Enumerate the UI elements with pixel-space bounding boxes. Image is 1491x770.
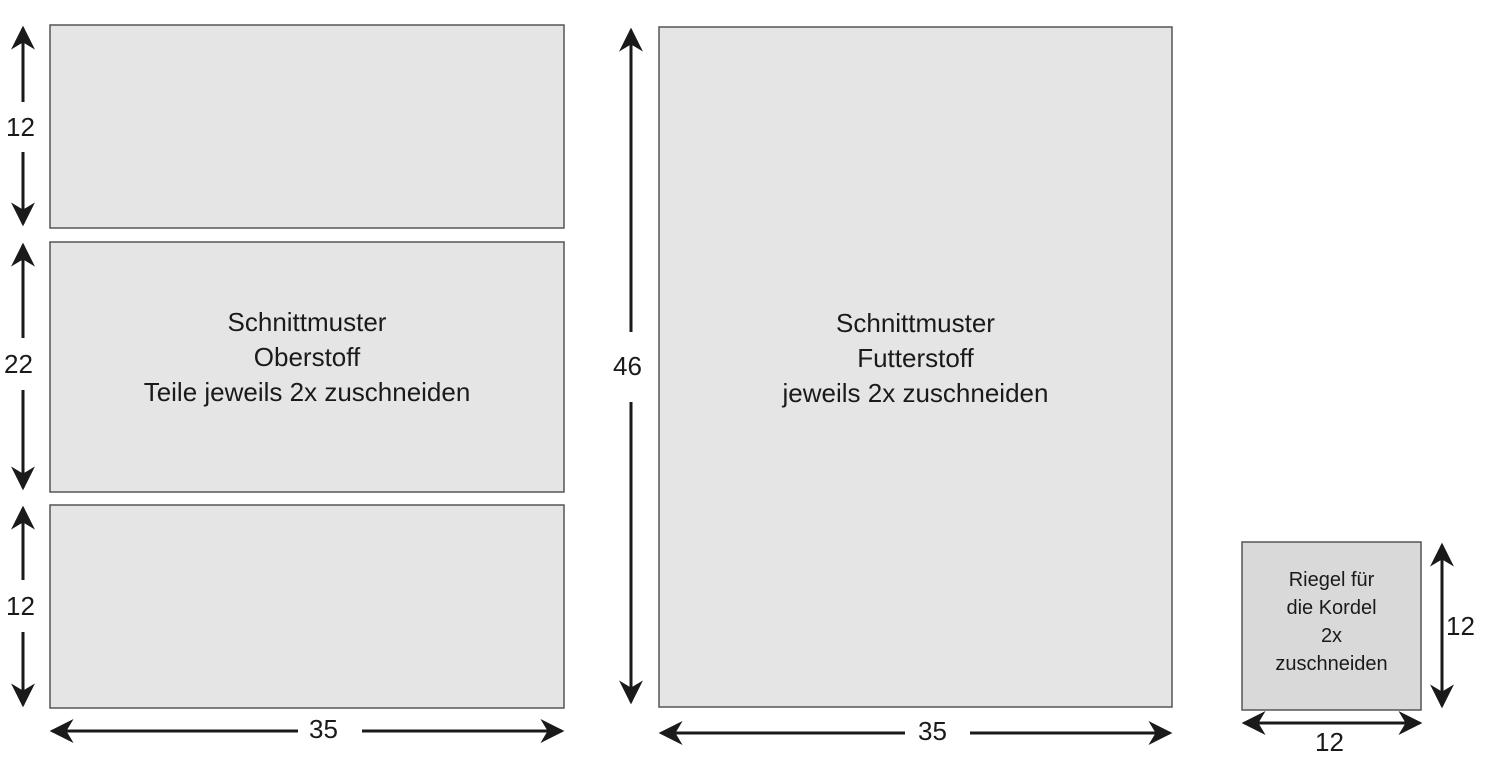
riegel-label-line-4: zuschneiden	[1275, 653, 1388, 675]
futterstoff-label-line-2: Futterstoff	[857, 343, 974, 373]
futterstoff-label: Schnittmuster Futterstoff jeweils 2x zus…	[659, 306, 1172, 411]
futterstoff-piece	[658, 26, 1173, 708]
dim-label-middle-height: 22	[0, 349, 39, 379]
oberstoff-label-line-2: Oberstoff	[253, 342, 361, 372]
oberstoff-bottom-piece	[49, 504, 565, 709]
dim-label-futter-width: 35	[912, 716, 953, 746]
oberstoff-middle-piece	[49, 241, 565, 493]
futterstoff-label-line-3: jeweils 2x zuschneiden	[782, 378, 1049, 408]
dim-label-riegel-height: 12	[1446, 611, 1475, 641]
dim-label-futter-height: 46	[607, 351, 648, 381]
oberstoff-label-line-3: Teile jeweils 2x zuschneiden	[143, 377, 471, 407]
riegel-label-line-3: 2x	[1320, 625, 1343, 647]
riegel-piece	[1241, 541, 1422, 711]
oberstoff-top-piece	[49, 24, 565, 229]
riegel-label-line-1: Riegel für	[1288, 569, 1375, 591]
futterstoff-label-line-1: Schnittmuster	[836, 308, 995, 338]
dim-label-riegel-width: 12	[1315, 727, 1344, 757]
oberstoff-label: Schnittmuster Oberstoff Teile jeweils 2x…	[50, 305, 564, 410]
riegel-label: Riegel für die Kordel 2x zuschneiden	[1242, 566, 1421, 678]
riegel-label-line-2: die Kordel	[1286, 597, 1377, 619]
dim-label-oberstoff-width: 35	[303, 714, 344, 744]
dim-label-bottom-height: 12	[0, 591, 41, 621]
oberstoff-label-line-1: Schnittmuster	[227, 307, 387, 337]
dim-label-top-height: 12	[0, 112, 41, 142]
